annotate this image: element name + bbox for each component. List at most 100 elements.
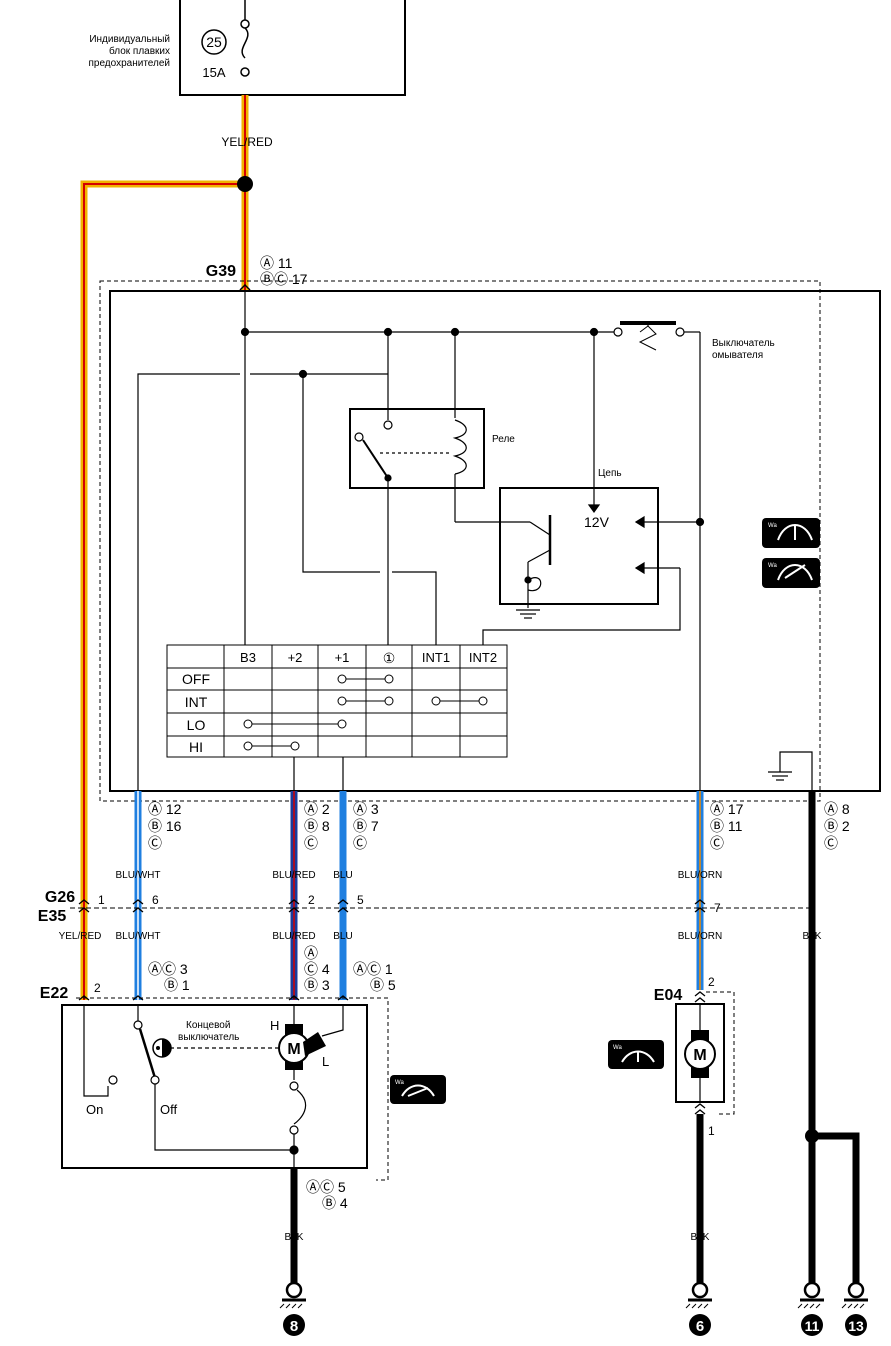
front-wiper-icon: Wa	[762, 518, 820, 548]
svg-text:Wa: Wa	[768, 523, 777, 529]
circuit-box	[499, 487, 659, 605]
connector-e35: E35	[38, 908, 67, 925]
ground-13: 13	[841, 1281, 868, 1336]
wire-label-blu-upper: BLU	[333, 870, 352, 881]
e22-blk-pin-b: Ⓑ 4	[322, 1195, 348, 1211]
limit-switch-label-2: выключатель	[178, 1032, 239, 1043]
connector-g39: G39	[206, 263, 236, 280]
table-row-off: OFF	[182, 671, 210, 687]
svg-text:Wa: Wa	[613, 1045, 622, 1051]
g39-blu-orn-pin-a: Ⓐ 17	[710, 801, 744, 817]
g39-blu-wht-pin-a: Ⓐ 12	[148, 801, 182, 817]
ground-number-11: 11	[805, 1318, 820, 1334]
wire-label-blu-wht-upper: BLU/WHT	[116, 870, 161, 881]
e22-blk-pin-ac: ⒶⒸ 5	[306, 1179, 346, 1195]
fuse-box: Индивидуальный блок плавких предохраните…	[88, 0, 406, 96]
wire-label-blu-red-lower: BLU/RED	[272, 931, 315, 942]
connector-e22: E22	[40, 985, 69, 1002]
ground-number-6: 6	[696, 1318, 704, 1335]
g39-blu-red-pin-b: Ⓑ 8	[304, 818, 330, 834]
table-row-hi: HI	[189, 739, 203, 755]
g39-pin-bc: ⒷⒸ 17	[260, 271, 308, 287]
motor-letter: M	[287, 1041, 300, 1058]
e22-blu-wht-pin-ac: ⒶⒸ 3	[148, 961, 188, 977]
table-header-int1: INT1	[422, 650, 450, 665]
switch-position-table: B3 +2 +1 ① INT1 INT2 OFF INT LO HI	[166, 644, 508, 758]
ground-number-13: 13	[848, 1318, 864, 1334]
rear-wiper-icon: Wa	[762, 558, 820, 588]
g26-pin-blu-wht: 6	[152, 893, 159, 907]
table-row-lo: LO	[187, 717, 206, 733]
table-header-plus1: +1	[335, 650, 350, 665]
fuse-box-label-3: предохранителей	[88, 58, 170, 69]
g39-blu-pin-a: Ⓐ 3	[353, 801, 379, 817]
washer-switch-label-1: Выключатель	[712, 338, 775, 349]
fuse-box-label-1: Индивидуальный	[89, 34, 170, 45]
switch-unit	[109, 290, 881, 792]
relay-box	[349, 408, 485, 489]
wire-yel-red	[80, 95, 253, 1000]
washer-switch-label-2: омывателя	[712, 350, 763, 361]
e22-blu-red-pin-b: Ⓑ 3	[304, 977, 330, 993]
limit-switch-label-1: Концевой	[186, 1020, 230, 1031]
switch-internals	[137, 290, 813, 790]
g39-blu-pin-c: Ⓒ	[353, 835, 367, 851]
wire-label-blk-e22: BLK	[285, 1232, 304, 1243]
e04-pin-bottom: 1	[708, 1124, 715, 1138]
g39-blk-pin-b: Ⓑ 2	[824, 818, 850, 834]
switch-off-label: Off	[160, 1102, 177, 1117]
limit-switch-cam	[152, 1038, 172, 1058]
wire-blk-right	[805, 791, 860, 1290]
e22-blu-wht-pin-b: Ⓑ 1	[164, 977, 190, 993]
g39-blu-red-pin-a: Ⓐ 2	[304, 801, 330, 817]
ground-6: 6	[685, 1281, 712, 1336]
circuit-label: Цепь	[598, 468, 622, 479]
g39-blu-wht-pin-b: Ⓑ 16	[148, 818, 182, 834]
g39-blk-pin-a: Ⓐ 8	[824, 801, 850, 817]
table-header-1: ①	[383, 650, 396, 666]
circuit-voltage: 12V	[584, 514, 610, 530]
wire-label-blu-wht-lower: BLU/WHT	[116, 931, 161, 942]
washer-motor-letter: M	[693, 1047, 706, 1064]
g39-blu-red-pin-c: Ⓒ	[304, 835, 318, 851]
wire-label-blu-orn-lower: BLU/ORN	[678, 931, 722, 942]
wire-label-blu-lower: BLU	[333, 931, 352, 942]
table-header-b3: B3	[240, 650, 256, 665]
g39-blk-pin-c: Ⓒ	[824, 835, 838, 851]
wiper-motor: M	[278, 1024, 326, 1070]
wire-label-yel-red-top: YEL/RED	[221, 135, 273, 149]
wire-label-blu-red-upper: BLU/RED	[272, 870, 315, 881]
fuse-rating: 15A	[202, 65, 225, 80]
motor-high-label: H	[270, 1018, 279, 1033]
switch-on-label: On	[86, 1102, 103, 1117]
wire-label-blu-orn-upper: BLU/ORN	[678, 870, 722, 881]
svg-text:Wa: Wa	[395, 1080, 404, 1086]
e22-pin-yel-red: 2	[94, 981, 101, 995]
front-wiper-motor-icon: Wa	[390, 1075, 446, 1104]
motor-internals	[83, 1005, 344, 1168]
g39-blu-pin-b: Ⓑ 7	[353, 818, 379, 834]
washer-icon: Wa	[608, 1040, 664, 1069]
fuse-icon	[241, 27, 249, 59]
wire-label-blk-right: BLK	[803, 931, 822, 942]
ground-number-8: 8	[290, 1318, 298, 1335]
e22-blu-pin-ac: ⒶⒸ 1	[353, 961, 393, 977]
relay-label: Реле	[492, 434, 515, 445]
e22-blu-red-pin-c: Ⓒ 4	[304, 961, 330, 977]
wiper-motor-unit	[61, 1004, 368, 1169]
fuse-box-label-2: блок плавких	[109, 45, 170, 57]
g26-pin-blu-red: 2	[308, 893, 315, 907]
ground-11: 11	[797, 1281, 824, 1336]
g39-blu-orn-pin-c: Ⓒ	[710, 835, 724, 851]
table-header-int2: INT2	[469, 650, 497, 665]
fuse-number: 25	[206, 34, 222, 50]
g39-pin-a: Ⓐ 11	[260, 255, 293, 271]
ground-8: 8	[279, 1281, 306, 1336]
wire-label-yel-red-lower: YEL/RED	[59, 931, 102, 942]
table-header-plus2: +2	[288, 650, 303, 665]
g26-pin-yel-red: 1	[98, 893, 105, 907]
connector-g26: G26	[45, 889, 75, 906]
e04-pin-top: 2	[708, 975, 715, 989]
motor-low-label: L	[322, 1054, 329, 1069]
